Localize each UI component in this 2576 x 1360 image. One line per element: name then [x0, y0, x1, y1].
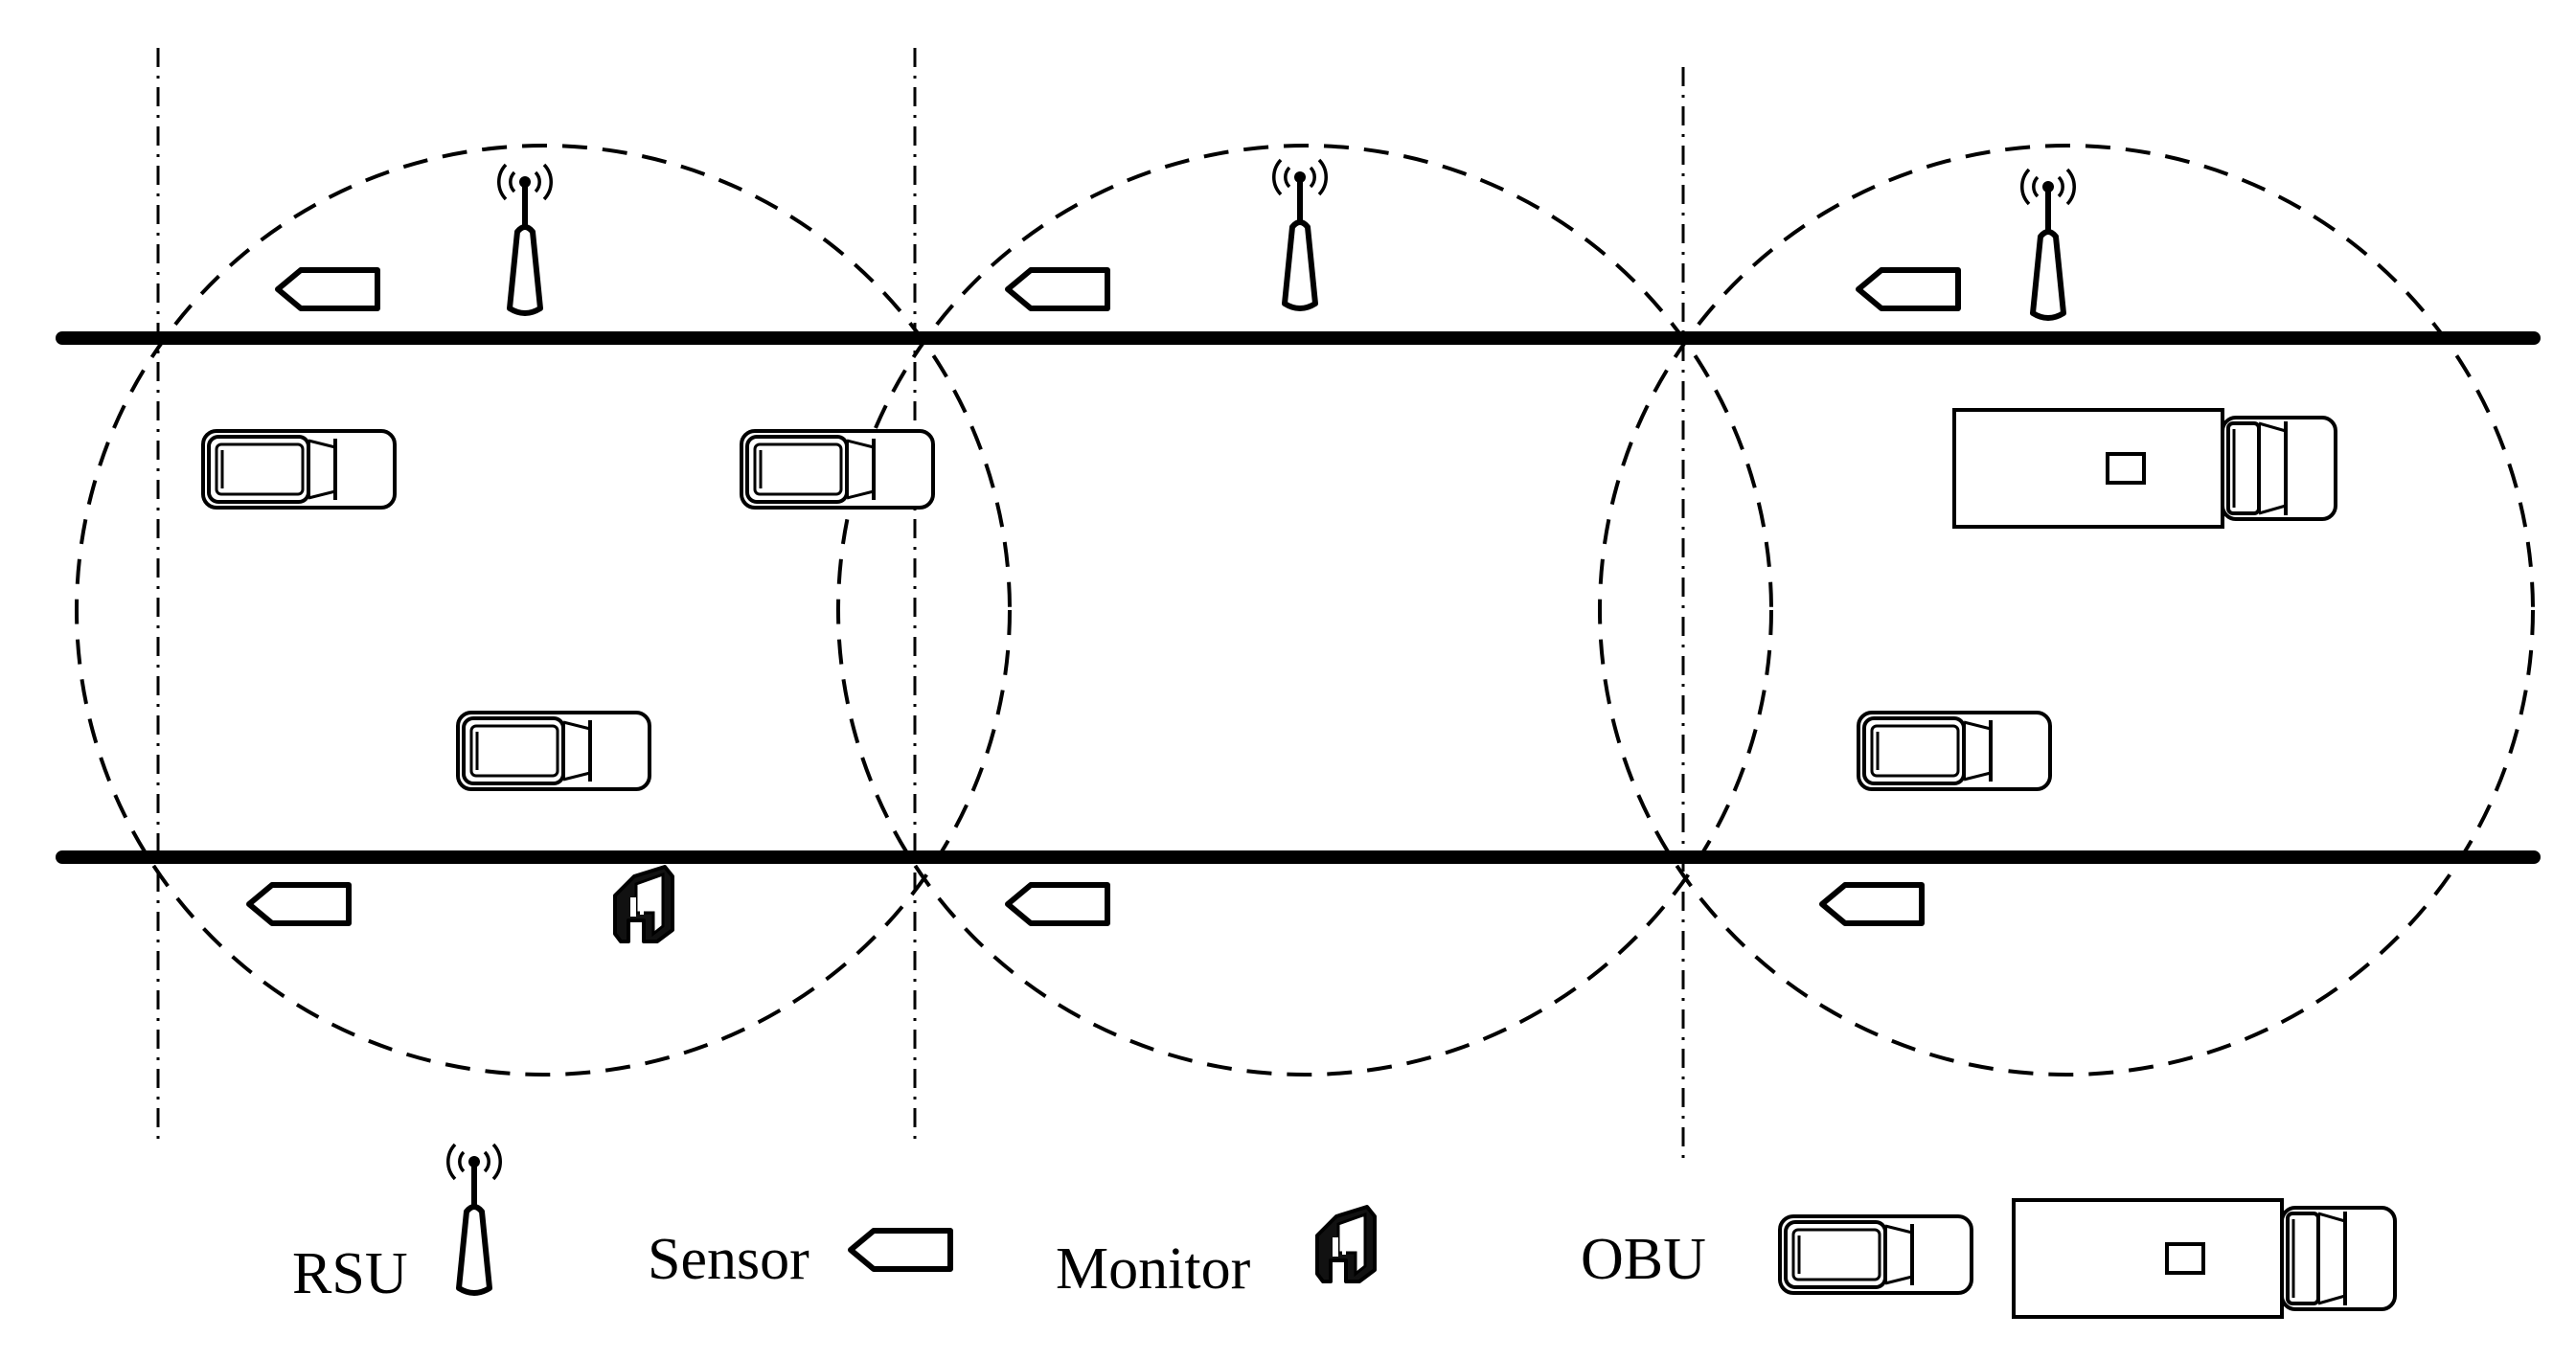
legend-rsu-icon [448, 1145, 500, 1293]
sensor-bottom-3 [1822, 885, 1922, 923]
legend-sensor-icon [851, 1231, 950, 1269]
vehicle-truck [1952, 408, 2337, 529]
coverage-area-3 [1598, 144, 2535, 1077]
rsu-2 [1274, 160, 1326, 308]
coverage-area-1 [75, 144, 1012, 1077]
vehicle-car-2 [740, 429, 935, 510]
legend-obu-car-icon [1778, 1214, 1973, 1295]
vehicle-car-4 [1857, 711, 2052, 791]
legend: RSU Sensor Monitor OBU [292, 1145, 2397, 1319]
coverage-area-2 [836, 144, 1773, 1077]
sensor-top-2 [1008, 270, 1107, 308]
sensor-bottom-1 [249, 885, 349, 923]
rsu-1 [499, 165, 551, 313]
legend-monitor-icon [1315, 1205, 1377, 1283]
vehicle-car-1 [201, 429, 397, 510]
sensor-top-1 [278, 270, 377, 308]
legend-rsu-label: RSU [292, 1241, 408, 1306]
legend-obu-truck-icon [2012, 1198, 2397, 1319]
vehicle-car-3 [456, 711, 651, 791]
legend-sensor-label: Sensor [648, 1227, 809, 1292]
sensor-bottom-2 [1008, 885, 1107, 923]
sensor-top-3 [1858, 270, 1958, 308]
legend-monitor-label: Monitor [1056, 1236, 1251, 1302]
monitor-camera [613, 865, 674, 943]
legend-obu-label: OBU [1581, 1227, 1706, 1292]
rsu-3 [2022, 170, 2074, 318]
